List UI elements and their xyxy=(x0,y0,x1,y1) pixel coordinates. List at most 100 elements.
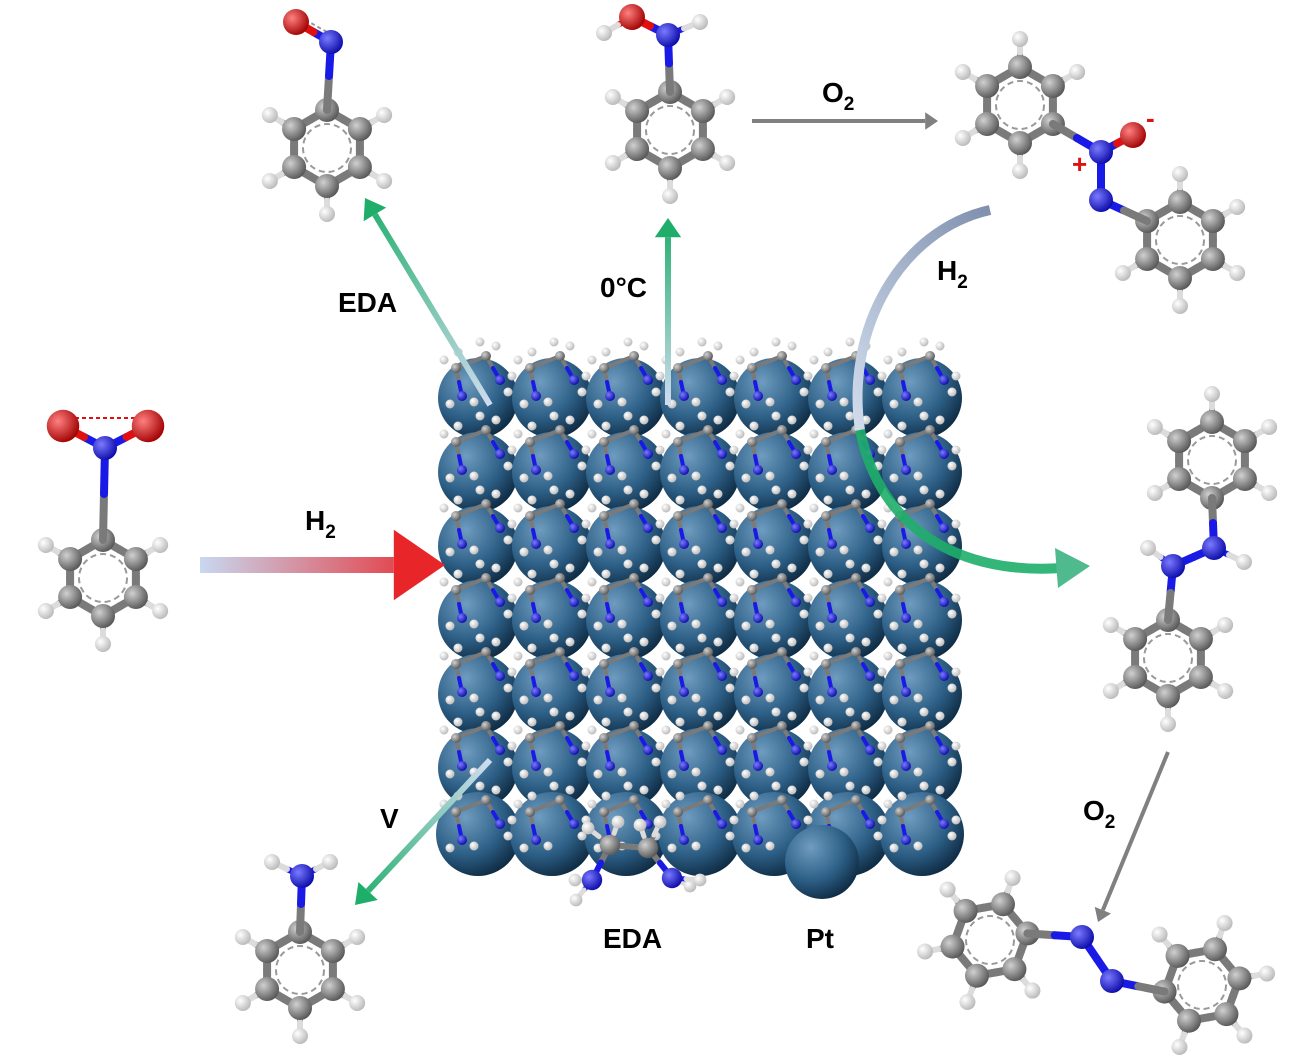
hydrogen-atom xyxy=(959,994,976,1011)
hydrogen-atom xyxy=(1069,64,1086,80)
hydrogen-atom xyxy=(349,995,366,1011)
legend-eda-label: EDA xyxy=(603,923,662,954)
pt-atom xyxy=(808,580,888,660)
eda-molecule xyxy=(735,411,813,483)
hydrogen-atom xyxy=(951,445,961,455)
carbon-atom xyxy=(777,499,787,509)
hydrogen-atom xyxy=(951,593,961,603)
hydrogen-atom xyxy=(639,711,649,721)
hydrogen-atom xyxy=(503,387,513,397)
hydrogen-atom xyxy=(587,799,597,809)
carbon-atom xyxy=(777,351,787,361)
hydrogen-atom xyxy=(954,64,971,80)
hydrogen-atom xyxy=(577,461,587,471)
hydrogen-atom xyxy=(771,485,781,495)
o2-right-label: O2 xyxy=(1083,795,1115,833)
carbon-atom xyxy=(673,585,683,595)
hydrogen-atom xyxy=(1102,617,1119,633)
carbon-atom xyxy=(777,721,787,731)
hydrogen-atom xyxy=(1004,869,1021,886)
hydrogen-atom xyxy=(735,429,745,439)
nitrogen-atom xyxy=(717,449,727,459)
hydrogen-atom xyxy=(951,371,961,381)
hydrogen-atom xyxy=(661,799,671,809)
hydrogen-atom xyxy=(913,693,923,703)
hydrogen-atom xyxy=(919,707,929,717)
carbon-atom xyxy=(1227,966,1252,991)
carbon-atom xyxy=(747,659,757,669)
oxygen-atom xyxy=(131,409,165,443)
pt-atom xyxy=(882,580,962,660)
hydrogen-atom xyxy=(439,503,449,513)
carbon-atom xyxy=(703,425,713,435)
hydrogen-atom xyxy=(617,545,627,555)
hydrogen-atom xyxy=(587,577,597,587)
nitrogen-atom xyxy=(605,687,615,697)
hydrogen-atom xyxy=(845,633,855,643)
hydrogen-atom xyxy=(935,785,945,795)
nitrogen-atom xyxy=(717,523,727,533)
hydrogen-atom xyxy=(954,130,971,146)
nitrogen-atom xyxy=(643,523,653,533)
nitrogen-atom xyxy=(290,864,314,888)
hydrogen-atom xyxy=(577,387,587,397)
hydrogen-atom xyxy=(469,693,479,703)
eda-molecule xyxy=(735,559,813,631)
hydrogen-atom xyxy=(475,559,485,569)
hydrogen-atom xyxy=(877,741,887,751)
eda-molecule xyxy=(809,485,887,557)
hydrogen-atom xyxy=(725,387,735,397)
nitrogen-atom xyxy=(1089,188,1113,212)
hydrogen-atom xyxy=(803,593,813,603)
nitrogen-atom xyxy=(791,375,801,385)
hydrogen-atom xyxy=(839,693,849,703)
hydrogen-atom xyxy=(639,637,649,647)
hydrogen-atom xyxy=(1261,485,1278,501)
hydrogen-atom xyxy=(491,785,501,795)
hydrogen-atom xyxy=(617,767,627,777)
hydrogen-atom xyxy=(889,473,899,483)
hydrogen-atom xyxy=(587,355,597,365)
hydrogen-atom xyxy=(719,155,736,171)
hydrogen-atom xyxy=(445,399,455,409)
pt-atom xyxy=(882,358,962,438)
hydrogen-atom xyxy=(919,559,929,569)
hydrogen-atom xyxy=(617,693,627,703)
carbon-atom xyxy=(895,807,905,817)
hydrogen-atom xyxy=(601,717,611,727)
charge-plus: + xyxy=(1072,149,1087,179)
hydrogen-atom xyxy=(889,843,899,853)
hydrogen-atom xyxy=(475,707,485,717)
eda-molecule xyxy=(587,337,665,409)
carbon-atom xyxy=(555,499,565,509)
hydrogen-atom xyxy=(935,563,945,573)
eda-molecule xyxy=(513,559,591,631)
nitrogen-atom xyxy=(495,375,505,385)
hydrogen-atom xyxy=(661,725,671,735)
hydrogen-atom xyxy=(845,337,855,347)
hydrogen-atom xyxy=(1140,540,1156,556)
hydrogen-atom xyxy=(587,503,597,513)
hydrogen-atom xyxy=(815,399,825,409)
hydrogen-atom xyxy=(693,873,707,887)
hydrogen-atom xyxy=(919,633,929,643)
eda-molecule xyxy=(735,337,813,409)
carbon-atom xyxy=(895,585,905,595)
carbon-atom xyxy=(629,351,639,361)
nitrogen-atom xyxy=(679,761,689,771)
hydrogen-atom xyxy=(725,609,735,619)
carbon-atom xyxy=(925,721,935,731)
legend-pt-label: Pt xyxy=(806,923,834,954)
hydrogen-atom xyxy=(651,683,661,693)
v-label: V xyxy=(380,803,399,834)
hydrogen-atom xyxy=(765,841,775,851)
hydrogen-atom xyxy=(873,757,883,767)
eda-molecule xyxy=(883,781,961,853)
hydrogen-atom xyxy=(877,815,887,825)
pt-atom xyxy=(734,506,814,586)
carbon-atom xyxy=(777,647,787,657)
oxygen-atom xyxy=(1120,122,1146,148)
hydrogen-atom xyxy=(507,815,517,825)
hydrogen-atom xyxy=(655,667,665,677)
hydrogen-atom xyxy=(604,155,621,171)
